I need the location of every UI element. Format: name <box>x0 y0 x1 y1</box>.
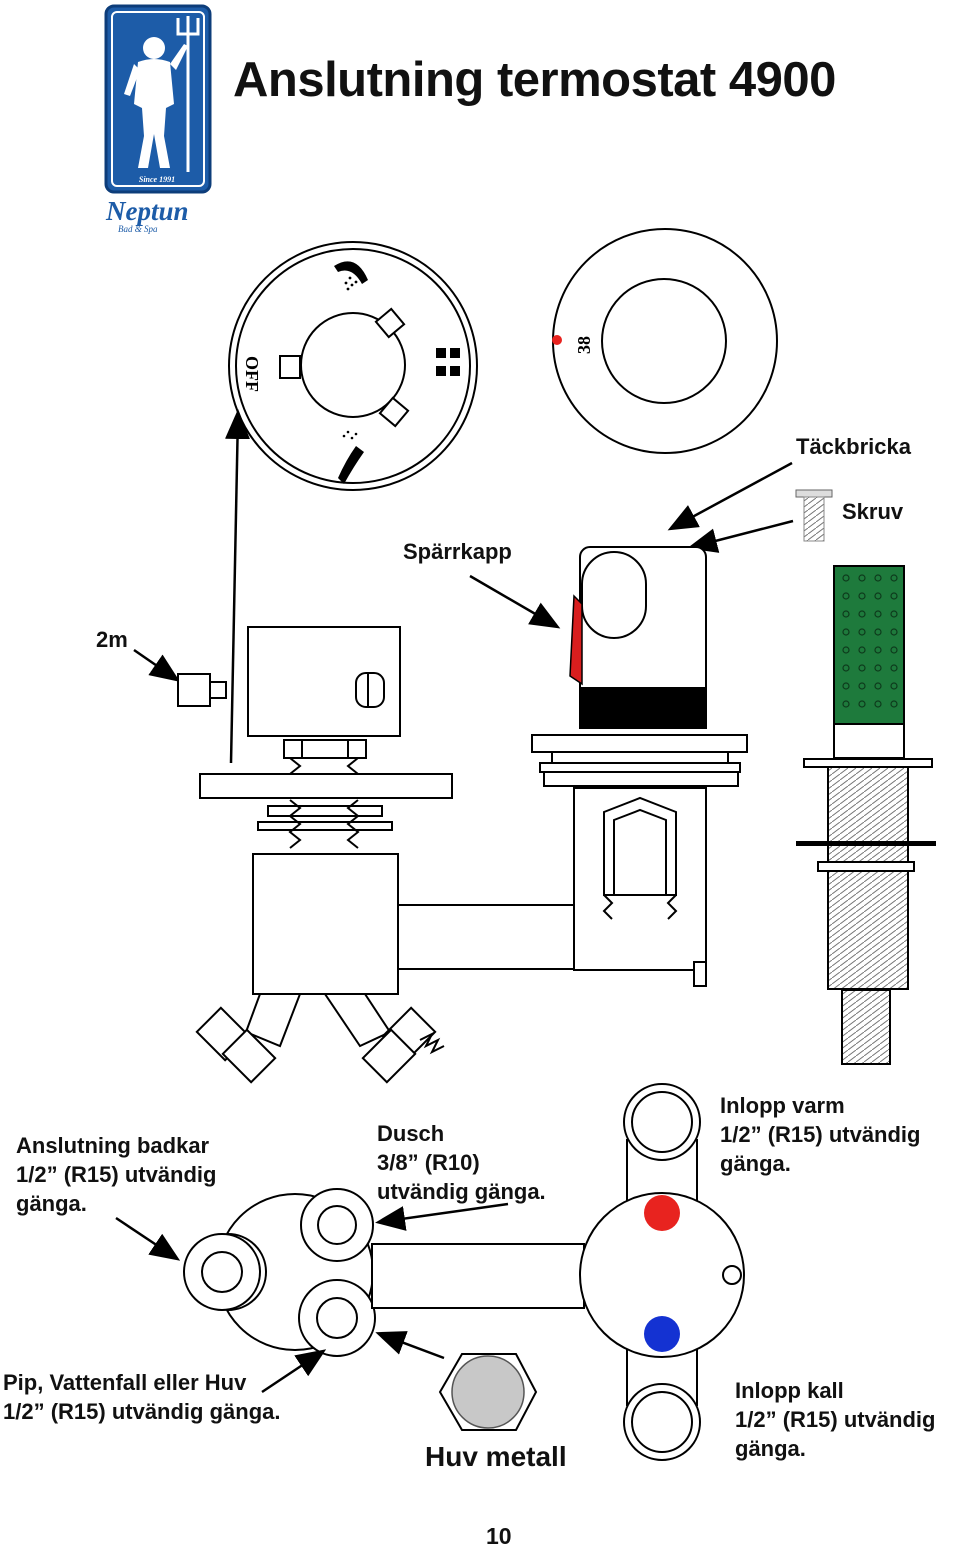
brand-name: Neptun <box>105 196 189 226</box>
skruv-label: Skruv <box>842 499 904 524</box>
skruv-arrow <box>687 519 794 553</box>
neptun-logo: Since 1991 Neptun Bad & Spa <box>104 4 216 236</box>
screw-icon <box>795 489 833 542</box>
massage-jets-icon <box>436 348 460 376</box>
huv-metall-label: Huv metall <box>425 1441 567 1472</box>
lock-cap-red <box>569 594 583 686</box>
huv-arrow <box>375 1331 445 1360</box>
metal-cap-icon <box>438 1353 538 1431</box>
page-number: 10 <box>486 1523 512 1549</box>
hose-length-label: 2m <box>96 627 128 652</box>
svg-text:Since 1991: Since 1991 <box>139 175 175 184</box>
off-label: OFF <box>242 356 262 392</box>
temperature-marker <box>552 335 562 345</box>
page-title: Anslutning termostat 4900 <box>233 53 836 107</box>
outlet-block <box>183 1188 585 1357</box>
hot-inlet-marker <box>644 1195 680 1231</box>
cold-inlet-marker <box>644 1316 680 1352</box>
pip-arrow <box>261 1349 327 1394</box>
hose-arrow <box>133 648 181 682</box>
selector-dial <box>228 241 478 491</box>
tackbricka-label: Täckbricka <box>796 434 911 459</box>
sparrkapp-arrow <box>469 574 561 629</box>
shower-head-icon <box>334 261 368 291</box>
connecting-pipe <box>397 904 575 970</box>
thermostat-top-view <box>579 1083 745 1461</box>
tackbricka-arrow <box>667 461 793 531</box>
sparrkapp-label: Spärrkapp <box>403 539 512 564</box>
hand-shower-icon <box>338 430 364 484</box>
temperature-value: 38 <box>574 336 594 354</box>
badkar-arrow <box>115 1216 181 1261</box>
neptune-figure-icon: Since 1991 Neptun Bad & Spa <box>104 4 212 234</box>
shower-handle <box>796 565 936 1065</box>
dusch-arrow <box>375 1202 509 1231</box>
dial-pointer-arrow <box>225 409 250 764</box>
svg-text:Bad & Spa: Bad & Spa <box>118 224 158 234</box>
thermostat-body <box>531 546 748 987</box>
diverter-assembly <box>177 626 453 1084</box>
cover-plate-dial <box>552 228 778 454</box>
